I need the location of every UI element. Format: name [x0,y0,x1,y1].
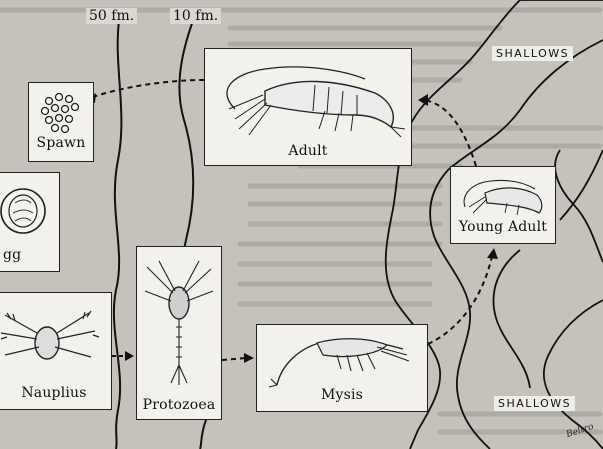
egg-illustration [0,173,58,243]
adult-shrimp-illustration [205,49,410,141]
stage-mysis-panel: Mysis [256,324,428,412]
nauplius-illustration [0,293,110,385]
stage-label-adult: Adult [205,143,411,159]
depth-label-10fm: 10 fm. [170,8,221,24]
arrow-mysis-to-young [428,256,492,344]
arrow-young-to-adult [424,100,476,166]
spawn-eggs-illustration [29,83,92,143]
stage-spawn-panel: Spawn [28,82,94,162]
young-adult-shrimp-illustration [451,167,554,219]
mysis-illustration [257,325,426,391]
stage-protozoea-panel: Protozoea [136,246,222,420]
stage-label-mysis: Mysis [257,387,427,403]
protozoea-illustration [137,247,220,395]
stage-label-egg: gg [3,247,59,263]
shallows-label-top: SHALLOWS [492,46,573,61]
stage-label-nauplius: Nauplius [0,385,111,401]
stage-label-protozoea: Protozoea [137,397,221,413]
arrow-protozoea-to-mysis [222,358,246,360]
stage-label-spawn: Spawn [29,135,93,151]
depth-contour-50fm [114,14,122,449]
depth-label-50fm: 50 fm. [86,8,137,24]
stage-label-young-adult: Young Adult [451,219,555,235]
stage-egg-panel: gg [0,172,60,272]
stage-young-adult-panel: Young Adult [450,166,556,244]
stage-nauplius-panel: Nauplius [0,292,112,410]
shallows-label-bottom: SHALLOWS [494,396,575,411]
stage-adult-panel: Adult [204,48,412,166]
arrow-adult-to-spawn [90,80,204,98]
